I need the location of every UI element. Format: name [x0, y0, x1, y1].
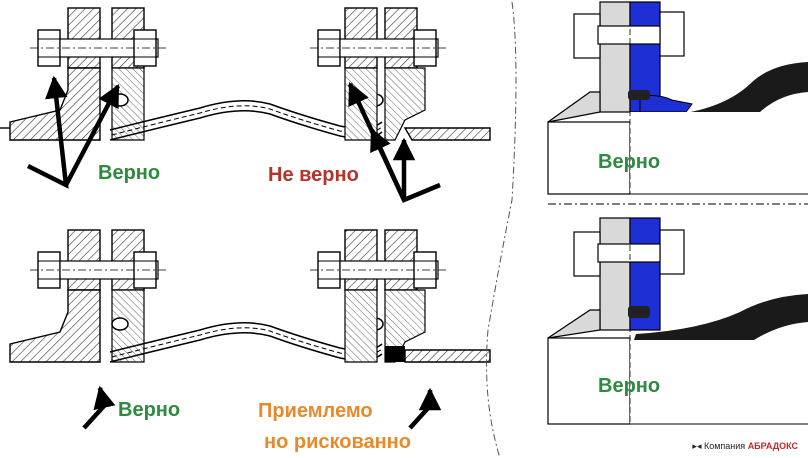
brand-logo-icon: ▸◂	[692, 441, 702, 451]
top-left-assembly	[0, 7, 491, 141]
label-incorrect-top-right: Не верно	[268, 164, 359, 186]
bottom-left-arrow	[82, 385, 116, 430]
top-right-arrows	[347, 81, 441, 203]
right-bottom-panel	[547, 217, 808, 425]
brand-prefix: Компания	[703, 441, 746, 451]
right-top-panel	[547, 1, 808, 205]
label-correct-right-top: Верно	[598, 151, 661, 173]
brand-watermark: ▸◂ Компания АБРАДОКС	[692, 441, 798, 452]
label-correct-top-left: Верно	[98, 162, 161, 184]
bottom-right-arrow	[408, 387, 442, 430]
label-correct-right-bottom: Верно	[598, 375, 661, 397]
brand-name: АБРАДОКС	[747, 441, 798, 451]
label-correct-bottom-left: Верно	[118, 399, 181, 421]
label-acceptable-line2: но рискованно	[264, 431, 411, 453]
bottom-left-assembly	[9, 229, 491, 363]
label-acceptable-line1: Приемлемо	[258, 400, 373, 422]
top-left-arrows	[26, 75, 120, 189]
divider-line	[486, 1, 517, 458]
